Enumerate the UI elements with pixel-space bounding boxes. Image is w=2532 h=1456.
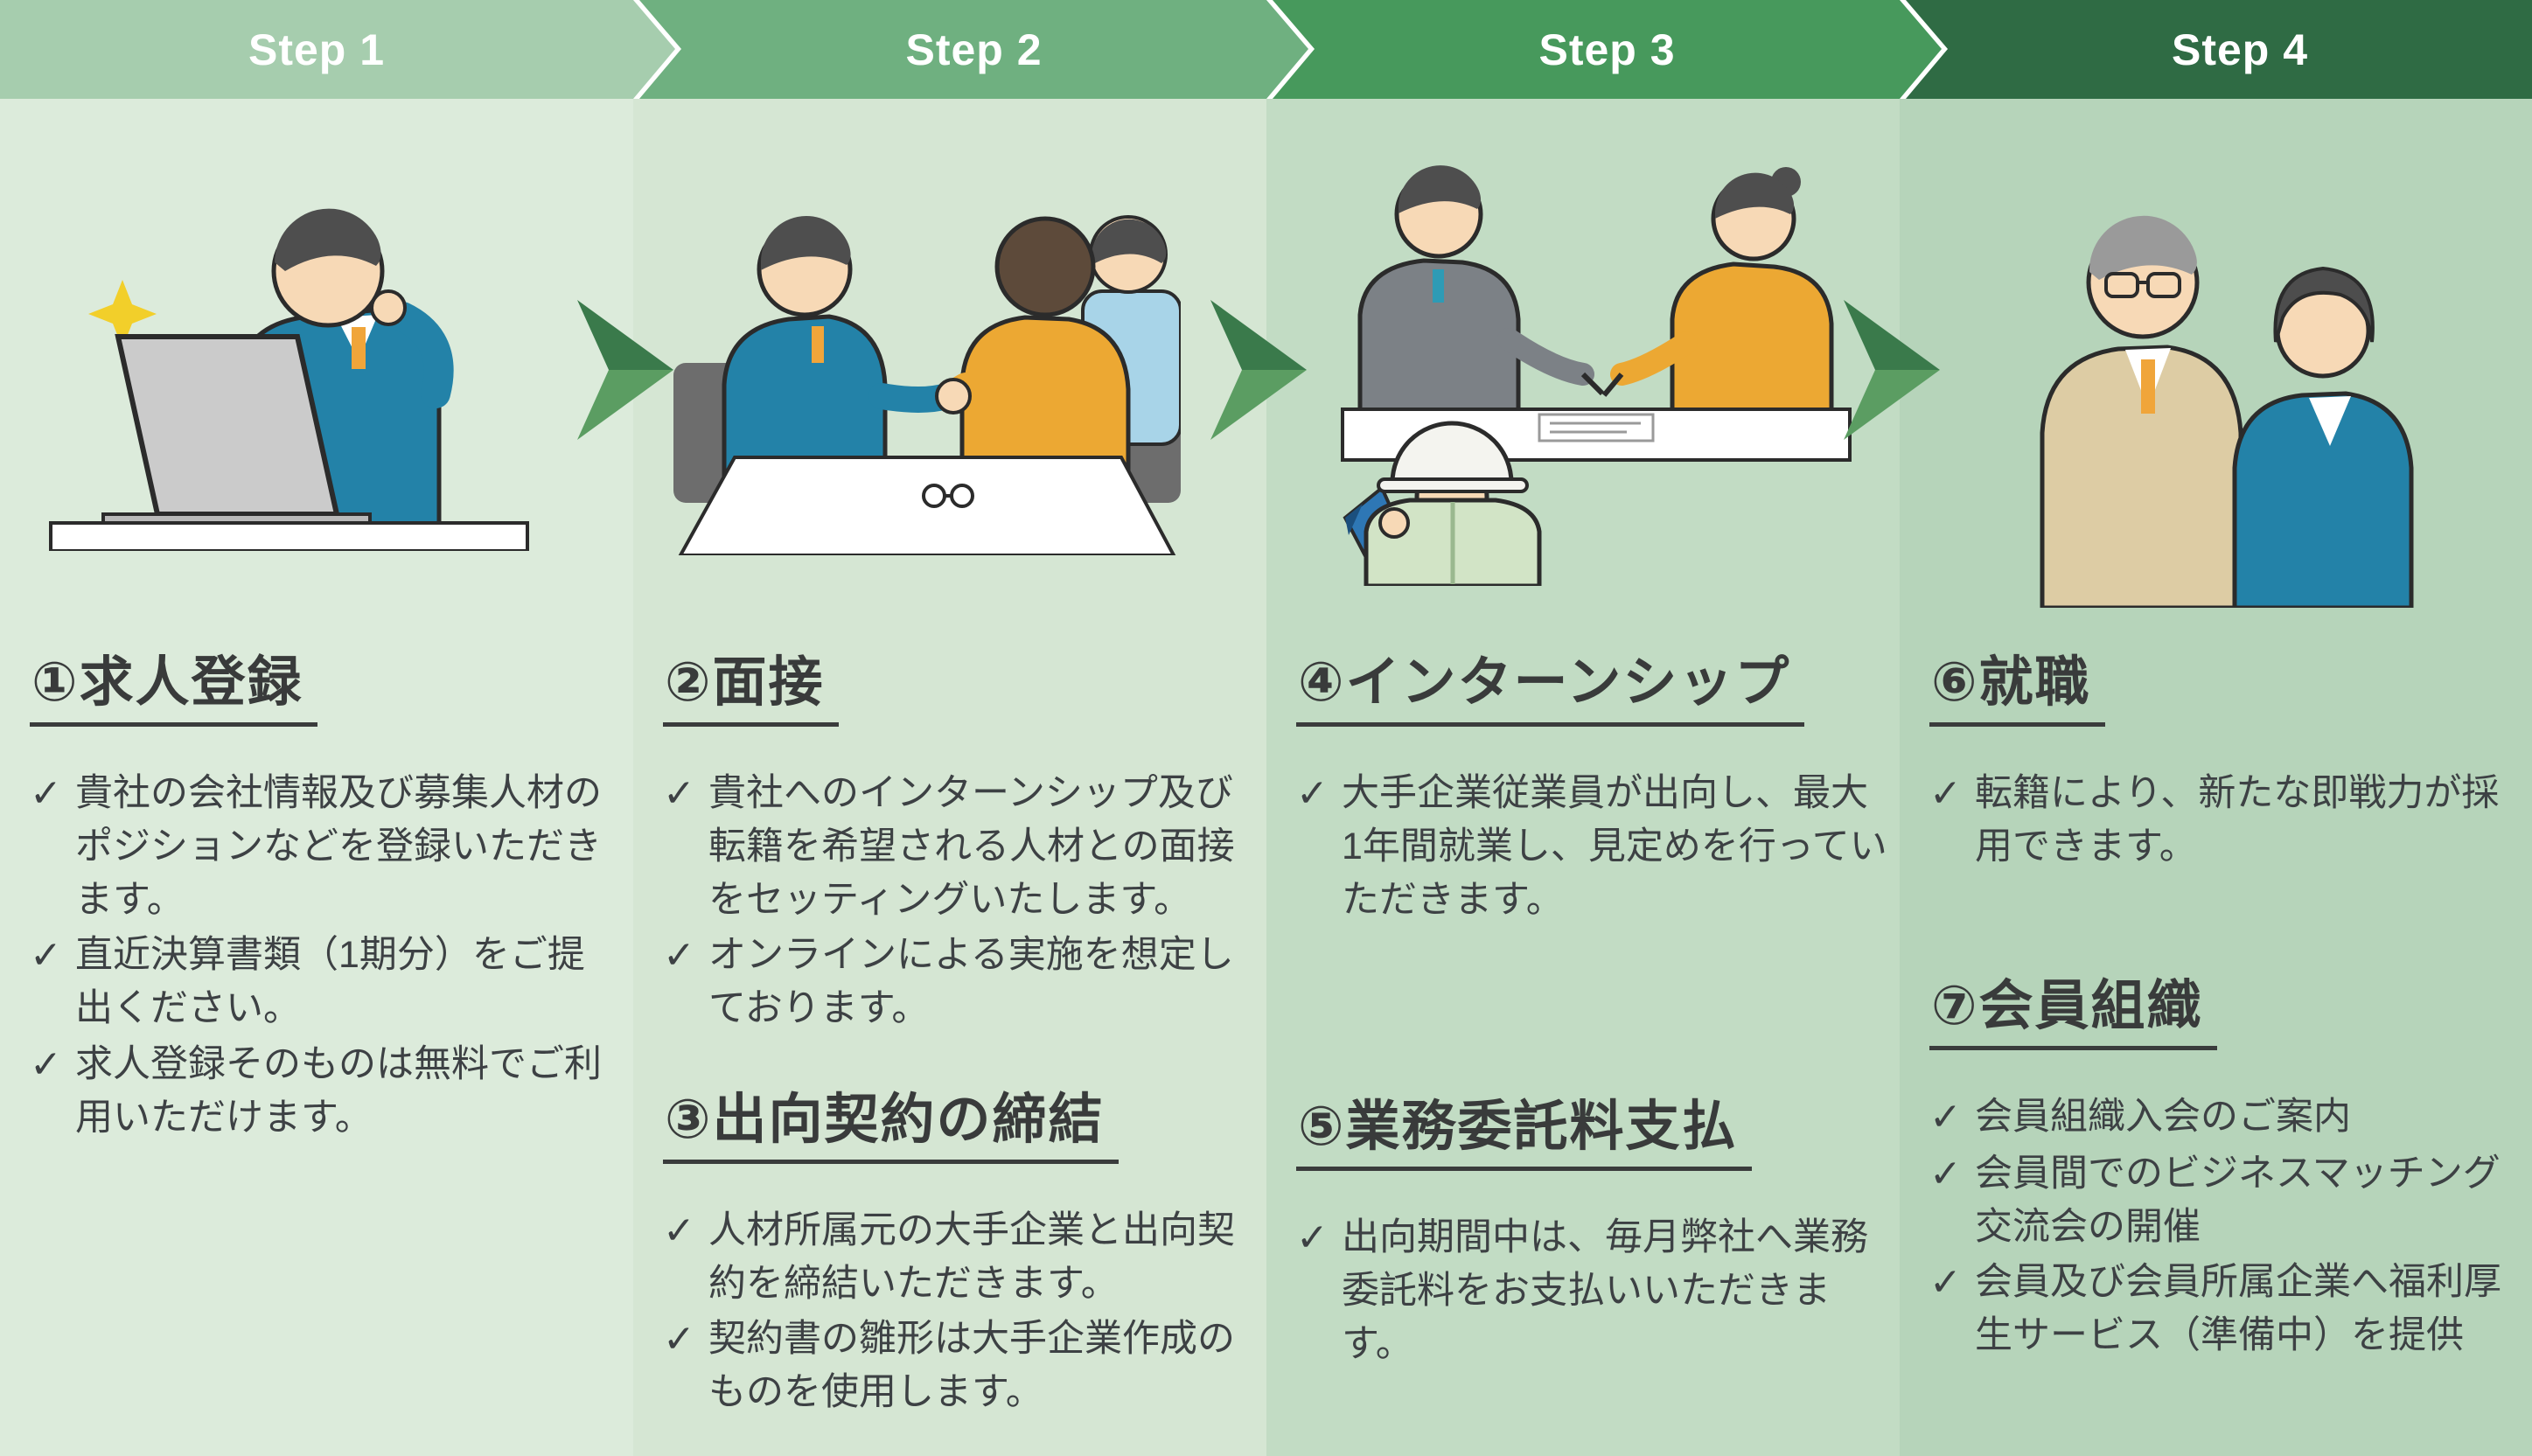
bullet-item: ✓ 会員組織入会のご案内 <box>1929 1090 2520 1145</box>
check-icon: ✓ <box>1296 1216 1329 1260</box>
employed-pair-graphic <box>2040 215 2414 610</box>
section-membership: ⑦会員組織 ✓ 会員組織入会のご案内 ✓ 会員間でのビジネスマッチング交流会の開… <box>1929 975 2520 1364</box>
section-employment: ⑥就職 ✓ 転籍により、新たな即戦力が採用できます。 <box>1929 651 2520 875</box>
check-icon: ✓ <box>1929 772 1962 816</box>
bullet-text: 契約書の雛形は大手企業作成のものを使用します。 <box>708 1318 1235 1414</box>
bullet-item: ✓ 人材所属元の大手企業と出向契約を締結いただきます。 <box>663 1204 1254 1311</box>
section-secondment-contract: ③出向契約の締結 ✓ 人材所属元の大手企業と出向契約を締結いただきます。 ✓ 契… <box>663 1089 1254 1421</box>
step-banner-3: Step 3 <box>1273 0 1942 99</box>
contract-signing-graphic <box>1341 165 1852 589</box>
check-icon: ✓ <box>30 772 62 816</box>
check-icon: ✓ <box>663 1318 695 1362</box>
step-label: Step 1 <box>248 24 386 74</box>
section-heading: ①求人登録 <box>30 651 317 728</box>
illustration-contract-signing-and-worker <box>1329 140 1863 589</box>
bullet-list: ✓ 人材所属元の大手企業と出向契約を締結いただきます。 ✓ 契約書の雛形は大手企… <box>663 1204 1254 1419</box>
bullet-item: ✓ 転籍により、新たな即戦力が採用できます。 <box>1929 767 2520 874</box>
bullet-list: ✓ 貴社の会社情報及び募集人材のポジションなどを登録いただきます。 ✓ 直近決算… <box>30 767 621 1144</box>
step-label: Step 2 <box>905 24 1043 74</box>
step-banner-4: Step 4 <box>1906 0 2532 99</box>
arrow-step3-to-step4-icon <box>1844 300 1940 440</box>
bullet-item: ✓ 貴社の会社情報及び募集人材のポジションなどを登録いただきます。 <box>30 767 621 927</box>
bullet-text: 求人登録そのものは無料でご利用いただけます。 <box>75 1042 602 1139</box>
bullet-text: 会員組織入会のご案内 <box>1975 1096 2351 1139</box>
bullet-item: ✓ 出向期間中は、毎月弊社へ業務委託料をお支払いいただきます。 <box>1296 1211 1887 1371</box>
bullet-text: 人材所属元の大手企業と出向契約を締結いただきます。 <box>708 1209 1235 1306</box>
section-interview: ②面接 ✓ 貴社へのインターンシップ及び転籍を希望される人材との面接をセッティン… <box>663 651 1254 1038</box>
bullet-item: ✓ 会員間でのビジネスマッチング交流会の開催 <box>1929 1147 2520 1254</box>
bullet-text: 会員及び会員所属企業へ福利厚生サービス（準備中）を提供 <box>1975 1260 2501 1356</box>
check-icon: ✓ <box>1929 1260 1962 1304</box>
check-icon: ✓ <box>1296 772 1329 816</box>
bullet-text: 出向期間中は、毎月弊社へ業務委託料をお支払いいただきます。 <box>1342 1216 1868 1366</box>
check-icon: ✓ <box>663 1209 695 1253</box>
check-icon: ✓ <box>1929 1152 1962 1195</box>
step-banner-1: Step 1 <box>0 0 675 99</box>
step-banner-2: Step 2 <box>639 0 1308 99</box>
check-icon: ✓ <box>30 1042 62 1086</box>
illustration-employed-pair-standing <box>1994 144 2458 610</box>
section-commission-payment: ⑤業務委託料支払 ✓ 出向期間中は、毎月弊社へ業務委託料をお支払いいただきます。 <box>1296 1096 1887 1373</box>
section-heading: ②面接 <box>663 651 839 728</box>
bullet-text: 会員間でのビジネスマッチング交流会の開催 <box>1975 1152 2501 1248</box>
illustration-handshake-meeting <box>673 179 1182 557</box>
arrow-step2-to-step3-icon <box>1210 300 1307 440</box>
step-label: Step 3 <box>1538 24 1676 74</box>
bullet-item: ✓ 求人登録そのものは無料でご利用いただけます。 <box>30 1038 621 1145</box>
section-heading: ④インターンシップ <box>1296 651 1805 728</box>
step-column-4: ⑥就職 ✓ 転籍により、新たな即戦力が採用できます。 ⑦会員組織 ✓ 会員組織入… <box>1900 99 2532 1456</box>
bullet-list: ✓ 出向期間中は、毎月弊社へ業務委託料をお支払いいただきます。 <box>1296 1211 1887 1371</box>
check-icon: ✓ <box>30 934 62 978</box>
section-job-registration: ①求人登録 ✓ 貴社の会社情報及び募集人材のポジションなどを登録いただきます。 … <box>30 651 621 1146</box>
bullet-text: 貴社の会社情報及び募集人材のポジションなどを登録いただきます。 <box>75 772 602 922</box>
bullet-list: ✓ 会員組織入会のご案内 ✓ 会員間でのビジネスマッチング交流会の開催 ✓ 会員… <box>1929 1090 2520 1362</box>
bullet-list: ✓ 大手企業従業員が出向し、最大1年間就業し、見定めを行っていただきます。 <box>1296 767 1887 927</box>
person-at-laptop-graphic <box>49 208 529 553</box>
section-heading: ③出向契約の締結 <box>663 1089 1119 1165</box>
step-column-2: ②面接 ✓ 貴社へのインターンシップ及び転籍を希望される人材との面接をセッティン… <box>633 99 1266 1456</box>
section-heading: ⑦会員組織 <box>1929 975 2217 1051</box>
bullet-item: ✓ 直近決算書類（1期分）をご提出ください。 <box>30 929 621 1035</box>
check-icon: ✓ <box>663 934 695 978</box>
section-heading: ⑥就職 <box>1929 651 2105 728</box>
bullet-text: 大手企業従業員が出向し、最大1年間就業し、見定めを行っていただきます。 <box>1342 772 1887 922</box>
check-icon: ✓ <box>1929 1096 1962 1139</box>
illustration-person-working-at-laptop <box>35 131 542 553</box>
bullet-item: ✓ 大手企業従業員が出向し、最大1年間就業し、見定めを行っていただきます。 <box>1296 767 1887 927</box>
bullet-text: オンラインによる実施を想定しております。 <box>708 934 1234 1030</box>
handshake-meeting-graphic <box>673 215 1182 557</box>
bullet-item: ✓ 会員及び会員所属企業へ福利厚生サービス（準備中）を提供 <box>1929 1256 2520 1362</box>
bullet-list: ✓ 貴社へのインターンシップ及び転籍を希望される人材との面接をセッティングいたし… <box>663 767 1254 1035</box>
bullet-item: ✓ オンラインによる実施を想定しております。 <box>663 929 1254 1035</box>
arrow-step1-to-step2-icon <box>577 300 673 440</box>
section-internship: ④インターンシップ ✓ 大手企業従業員が出向し、最大1年間就業し、見定めを行って… <box>1296 651 1887 929</box>
bullet-text: 貴社へのインターンシップ及び転籍を希望される人材との面接をセッティングいたします… <box>708 772 1235 922</box>
bullet-text: 直近決算書類（1期分）をご提出ください。 <box>75 934 585 1030</box>
check-icon: ✓ <box>663 772 695 816</box>
section-heading: ⑤業務委託料支払 <box>1296 1096 1752 1172</box>
bullet-list: ✓ 転籍により、新たな即戦力が採用できます。 <box>1929 767 2520 874</box>
bullet-text: 転籍により、新たな即戦力が採用できます。 <box>1975 772 2500 868</box>
bullet-item: ✓ 貴社へのインターンシップ及び転籍を希望される人材との面接をセッティングいたし… <box>663 767 1254 927</box>
step-label: Step 4 <box>2171 24 2309 74</box>
bullet-item: ✓ 契約書の雛形は大手企業作成のものを使用します。 <box>663 1313 1254 1419</box>
